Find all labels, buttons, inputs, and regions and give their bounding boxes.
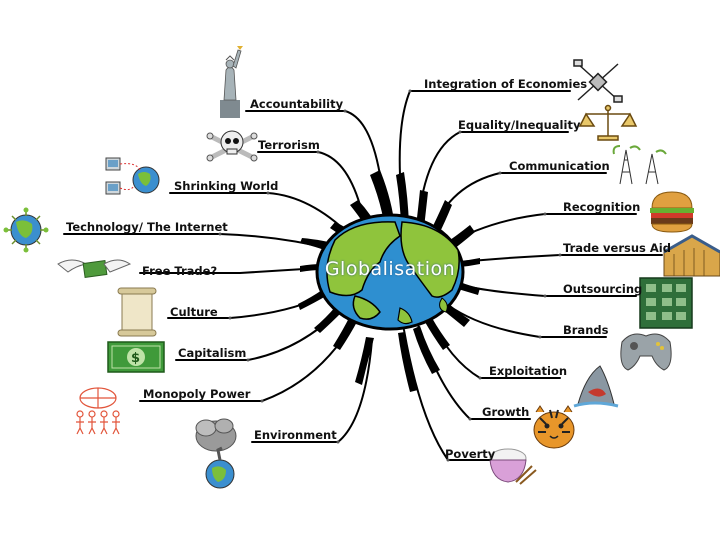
people-globe-icon	[76, 387, 120, 435]
circuit-board-icon	[639, 277, 693, 329]
globe-network-icon	[3, 207, 49, 253]
networked-computers-globe-icon	[105, 157, 160, 195]
statue-of-liberty-icon	[220, 46, 243, 118]
topic-exploitation: Exploitation	[489, 364, 568, 378]
center-title: Globalisation	[324, 258, 456, 280]
topic-growth: Growth	[482, 405, 530, 419]
burger-icon	[650, 191, 694, 233]
dollar-bill-icon: $	[107, 341, 165, 373]
topic-integration-of-economies: Integration of Economies	[424, 77, 588, 91]
rice-bowl-icon	[489, 448, 537, 485]
topic-environment: Environment	[254, 428, 337, 442]
topic-shrinking-world: Shrinking World	[174, 179, 279, 193]
topic-monopoly-power: Monopoly Power	[143, 387, 251, 401]
polluted-earth-icon	[195, 418, 237, 489]
branch-technology	[63, 233, 337, 251]
branch-environment	[251, 339, 373, 443]
winged-money-icon	[57, 259, 132, 279]
skull-crossbones-icon	[206, 130, 258, 162]
topic-technology-internet: Technology/ The Internet	[66, 220, 228, 234]
branch-poverty	[403, 329, 491, 461]
topic-poverty: Poverty	[445, 447, 496, 461]
game-controller-icon	[620, 333, 672, 371]
topic-brands: Brands	[563, 323, 609, 337]
tiger-icon	[533, 405, 575, 449]
topic-capitalism: Capitalism	[178, 346, 247, 360]
topic-terrorism: Terrorism	[258, 138, 320, 152]
topic-free-trade: Free Trade?	[142, 264, 218, 278]
topic-communication: Communication	[509, 159, 610, 173]
topic-culture: Culture	[170, 305, 218, 319]
topic-equality-inequality: Equality/Inequality	[458, 118, 581, 132]
globe	[315, 213, 465, 331]
shark-icon	[573, 365, 619, 408]
satellite-icon	[573, 59, 623, 103]
warehouse-icon	[663, 234, 720, 277]
topic-outsourcing: Outsourcing	[563, 282, 643, 296]
svg-text:$: $	[131, 351, 140, 366]
branch-dots	[218, 89, 562, 462]
antenna-towers-icon	[612, 145, 667, 185]
scales-icon	[578, 104, 638, 141]
topic-trade-versus-aid: Trade versus Aid	[563, 241, 671, 255]
scroll-icon	[117, 287, 157, 337]
topic-recognition: Recognition	[563, 200, 641, 214]
topic-accountability: Accountability	[250, 97, 344, 111]
